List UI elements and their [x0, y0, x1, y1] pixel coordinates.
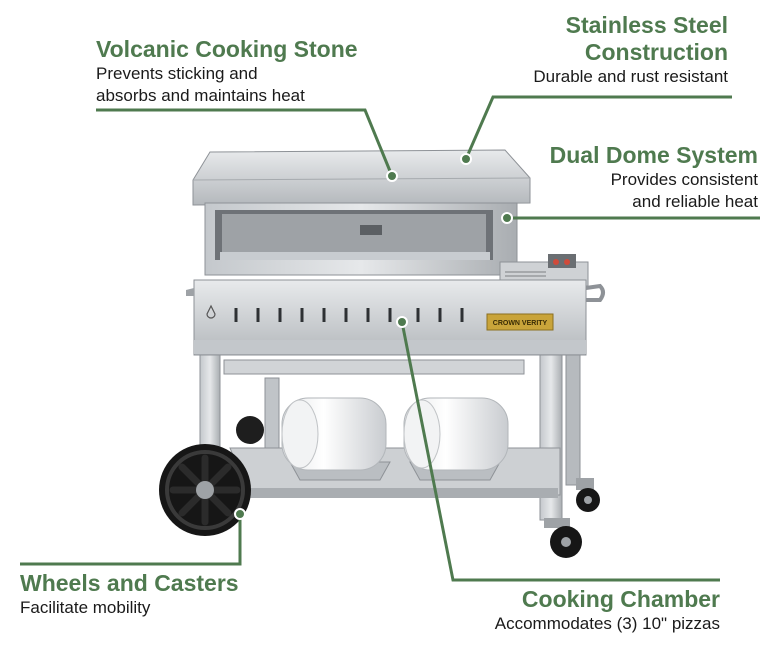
brand-plate — [486, 313, 554, 331]
rear-wheel — [236, 416, 264, 444]
callout-title: Dual Dome System — [549, 142, 758, 168]
callout-title: Stainless Steel — [565, 12, 728, 38]
callout-title: Wheels and Casters — [20, 570, 239, 596]
leader-dots — [234, 153, 513, 520]
callout-desc-line: Prevents sticking and — [96, 64, 258, 83]
callout-desc-line: Accommodates (3) 10" pizzas — [494, 614, 720, 633]
wheel-icon — [159, 444, 251, 536]
leader-lines — [20, 95, 760, 582]
propane-tank-icon — [281, 397, 509, 471]
caster-icon — [544, 478, 600, 558]
callout-desc-line: absorbs and maintains heat — [96, 86, 305, 105]
callout-desc-line: Facilitate mobility — [20, 598, 151, 617]
callout-stainless-steel: Stainless Steel Construction Durable and… — [533, 12, 728, 88]
callout-wheels-casters: Wheels and Casters Facilitate mobility — [20, 570, 239, 619]
brand-plate-text: CROWN VERITY — [493, 320, 548, 327]
oven-body — [204, 202, 518, 276]
callout-title: Cooking Chamber — [521, 586, 720, 612]
callout-desc-line: and reliable heat — [632, 192, 758, 211]
dome-lid — [192, 149, 531, 206]
callout-desc-line: Provides consistent — [610, 170, 758, 189]
callout-dual-dome: Dual Dome System Provides consistent and… — [550, 142, 758, 213]
callout-title: Construction — [584, 39, 728, 65]
callout-desc-line: Durable and rust resistant — [533, 67, 728, 86]
control-knob-icon — [548, 254, 576, 268]
callout-volcanic-stone: Volcanic Cooking Stone Prevents sticking… — [96, 36, 358, 107]
front-panel: CROWN VERITY — [186, 279, 605, 356]
callout-cooking-chamber: Cooking Chamber Accommodates (3) 10" piz… — [495, 586, 720, 635]
callout-title: Volcanic Cooking Stone — [96, 36, 358, 62]
